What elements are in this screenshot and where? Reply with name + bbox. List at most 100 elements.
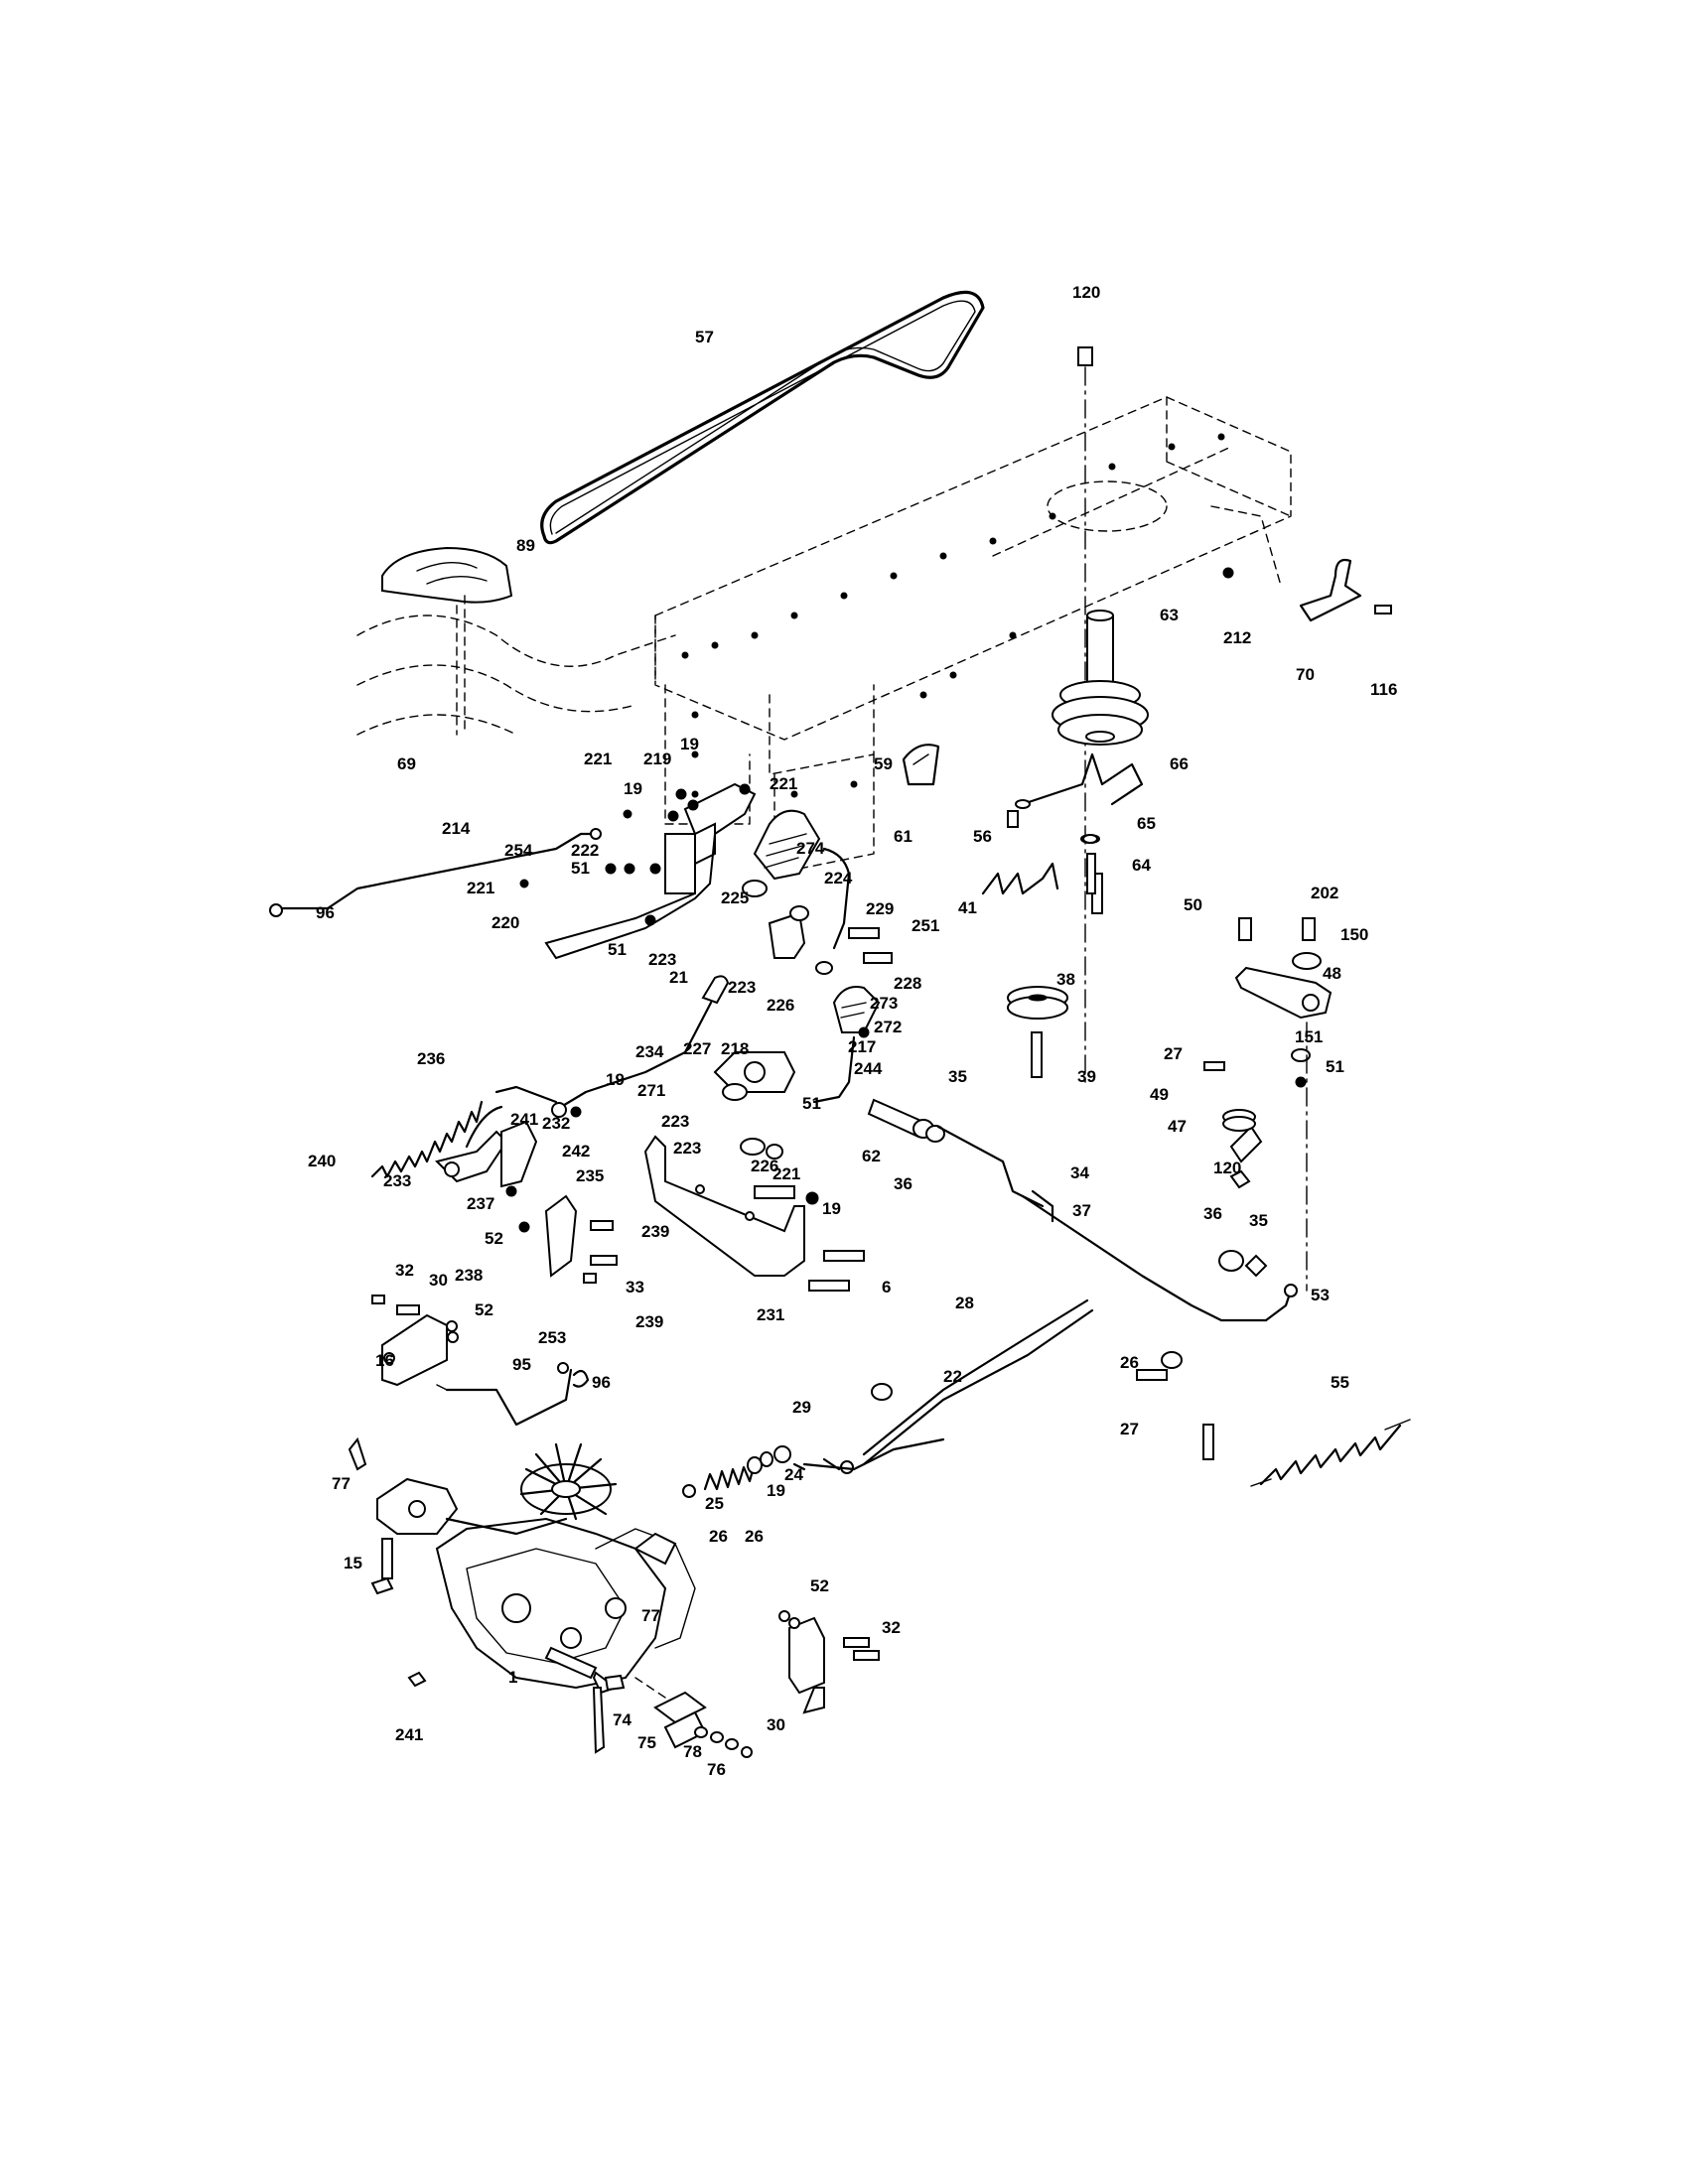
part-label-52: 52 xyxy=(485,1229,503,1248)
part-label-51: 51 xyxy=(571,859,590,878)
part-label-74: 74 xyxy=(613,1710,632,1729)
part-label-28: 28 xyxy=(955,1294,974,1312)
part-label-96: 96 xyxy=(316,903,335,922)
cross-shaft xyxy=(867,1098,1298,1322)
bracket-231 xyxy=(643,1135,865,1292)
part-label-56: 56 xyxy=(973,827,992,846)
part-label-226: 226 xyxy=(767,996,794,1015)
part-label-225: 225 xyxy=(721,888,749,907)
spring-55 xyxy=(1250,1419,1411,1487)
part-label-21: 21 xyxy=(669,968,688,987)
part-label-244: 244 xyxy=(854,1059,883,1078)
part-label-272: 272 xyxy=(874,1018,902,1036)
part-label-228: 228 xyxy=(894,974,921,993)
part-label-29: 29 xyxy=(792,1398,811,1417)
part-label-52: 52 xyxy=(475,1300,493,1319)
part-label-30: 30 xyxy=(429,1271,448,1290)
part-label-212: 212 xyxy=(1223,628,1251,647)
part-label-251: 251 xyxy=(912,916,939,935)
part-label-242: 242 xyxy=(562,1142,590,1160)
part-label-238: 238 xyxy=(455,1266,483,1285)
part-label-222: 222 xyxy=(571,841,599,860)
mount-bracket-upper xyxy=(371,1295,459,1387)
part-label-25: 25 xyxy=(705,1494,724,1513)
pulley-assembly xyxy=(1007,346,1149,1083)
part-label-217: 217 xyxy=(848,1037,876,1056)
part-label-52: 52 xyxy=(810,1576,829,1595)
part-label-26: 26 xyxy=(1120,1353,1139,1372)
spring-41 xyxy=(981,862,1059,895)
part-label-78: 78 xyxy=(683,1742,702,1761)
part-label-64: 64 xyxy=(1132,856,1151,875)
part-label-221: 221 xyxy=(584,750,612,768)
part-label-77: 77 xyxy=(332,1474,351,1493)
part-label-22: 22 xyxy=(943,1367,962,1386)
transaxle xyxy=(376,1477,696,1690)
spring-240 xyxy=(370,1100,484,1178)
part-label-26: 26 xyxy=(709,1527,728,1546)
part-label-53: 53 xyxy=(1311,1286,1330,1304)
part-label-239: 239 xyxy=(635,1312,663,1331)
part-label-19: 19 xyxy=(680,735,699,753)
part-label-254: 254 xyxy=(504,841,533,860)
part-label-51: 51 xyxy=(802,1094,821,1113)
part-label-33: 33 xyxy=(626,1278,644,1297)
part-label-30: 30 xyxy=(767,1715,785,1734)
part-label-24: 24 xyxy=(784,1465,803,1484)
mount-bracket-lower xyxy=(778,1610,880,1714)
right-hardware xyxy=(1136,1250,1268,1460)
part-label-38: 38 xyxy=(1056,970,1075,989)
brake-pedal xyxy=(753,809,851,950)
clutch-pedal xyxy=(812,986,881,1104)
bracket-235 xyxy=(544,1194,618,1284)
part-label-214: 214 xyxy=(442,819,471,838)
part-label-6: 6 xyxy=(882,1278,891,1297)
part-label-36: 36 xyxy=(894,1174,912,1193)
bracket-70 xyxy=(1222,558,1392,622)
part-label-226: 226 xyxy=(751,1157,778,1175)
part-label-234: 234 xyxy=(635,1042,664,1061)
part-label-202: 202 xyxy=(1311,884,1338,902)
part-label-69: 69 xyxy=(397,754,416,773)
part-label-221: 221 xyxy=(770,774,797,793)
part-label-219: 219 xyxy=(643,750,671,768)
part-label-89: 89 xyxy=(516,536,535,555)
part-label-241: 241 xyxy=(395,1725,423,1744)
pulley-hardware xyxy=(1007,810,1098,894)
part-label-51: 51 xyxy=(608,940,627,959)
part-label-59: 59 xyxy=(874,754,893,773)
rod-95 xyxy=(436,1362,590,1427)
part-label-273: 273 xyxy=(870,994,898,1013)
part-label-227: 227 xyxy=(683,1039,711,1058)
part-label-220: 220 xyxy=(491,913,519,932)
bracket-59 xyxy=(902,744,940,786)
pedal-bracket-220 xyxy=(544,782,757,960)
part-label-39: 39 xyxy=(1077,1067,1096,1086)
part-label-223: 223 xyxy=(673,1139,701,1158)
part-label-62: 62 xyxy=(862,1147,881,1165)
chassis-frame xyxy=(654,396,1292,875)
part-label-57: 57 xyxy=(695,328,714,346)
transaxle-fasteners xyxy=(348,1436,626,1692)
idler-bracket xyxy=(1015,752,1144,809)
part-label-48: 48 xyxy=(1323,964,1341,983)
part-label-61: 61 xyxy=(894,827,912,846)
part-label-19: 19 xyxy=(624,779,642,798)
part-label-223: 223 xyxy=(661,1112,689,1131)
axle-hardware xyxy=(634,1677,753,1758)
part-label-66: 66 xyxy=(1170,754,1189,773)
part-label-27: 27 xyxy=(1120,1420,1139,1438)
part-label-35: 35 xyxy=(1249,1211,1268,1230)
part-label-221: 221 xyxy=(467,879,494,897)
shift-lever xyxy=(494,975,730,1118)
drive-belt xyxy=(540,290,985,545)
part-label-120: 120 xyxy=(1213,1159,1241,1177)
part-label-236: 236 xyxy=(417,1049,445,1068)
pedal-rod-214 xyxy=(269,828,602,917)
part-label-37: 37 xyxy=(1072,1201,1091,1220)
part-label-241: 241 xyxy=(510,1110,538,1129)
part-label-63: 63 xyxy=(1160,606,1179,624)
part-label-76: 76 xyxy=(707,1760,726,1779)
part-label-1: 1 xyxy=(508,1668,517,1687)
part-label-32: 32 xyxy=(395,1261,414,1280)
